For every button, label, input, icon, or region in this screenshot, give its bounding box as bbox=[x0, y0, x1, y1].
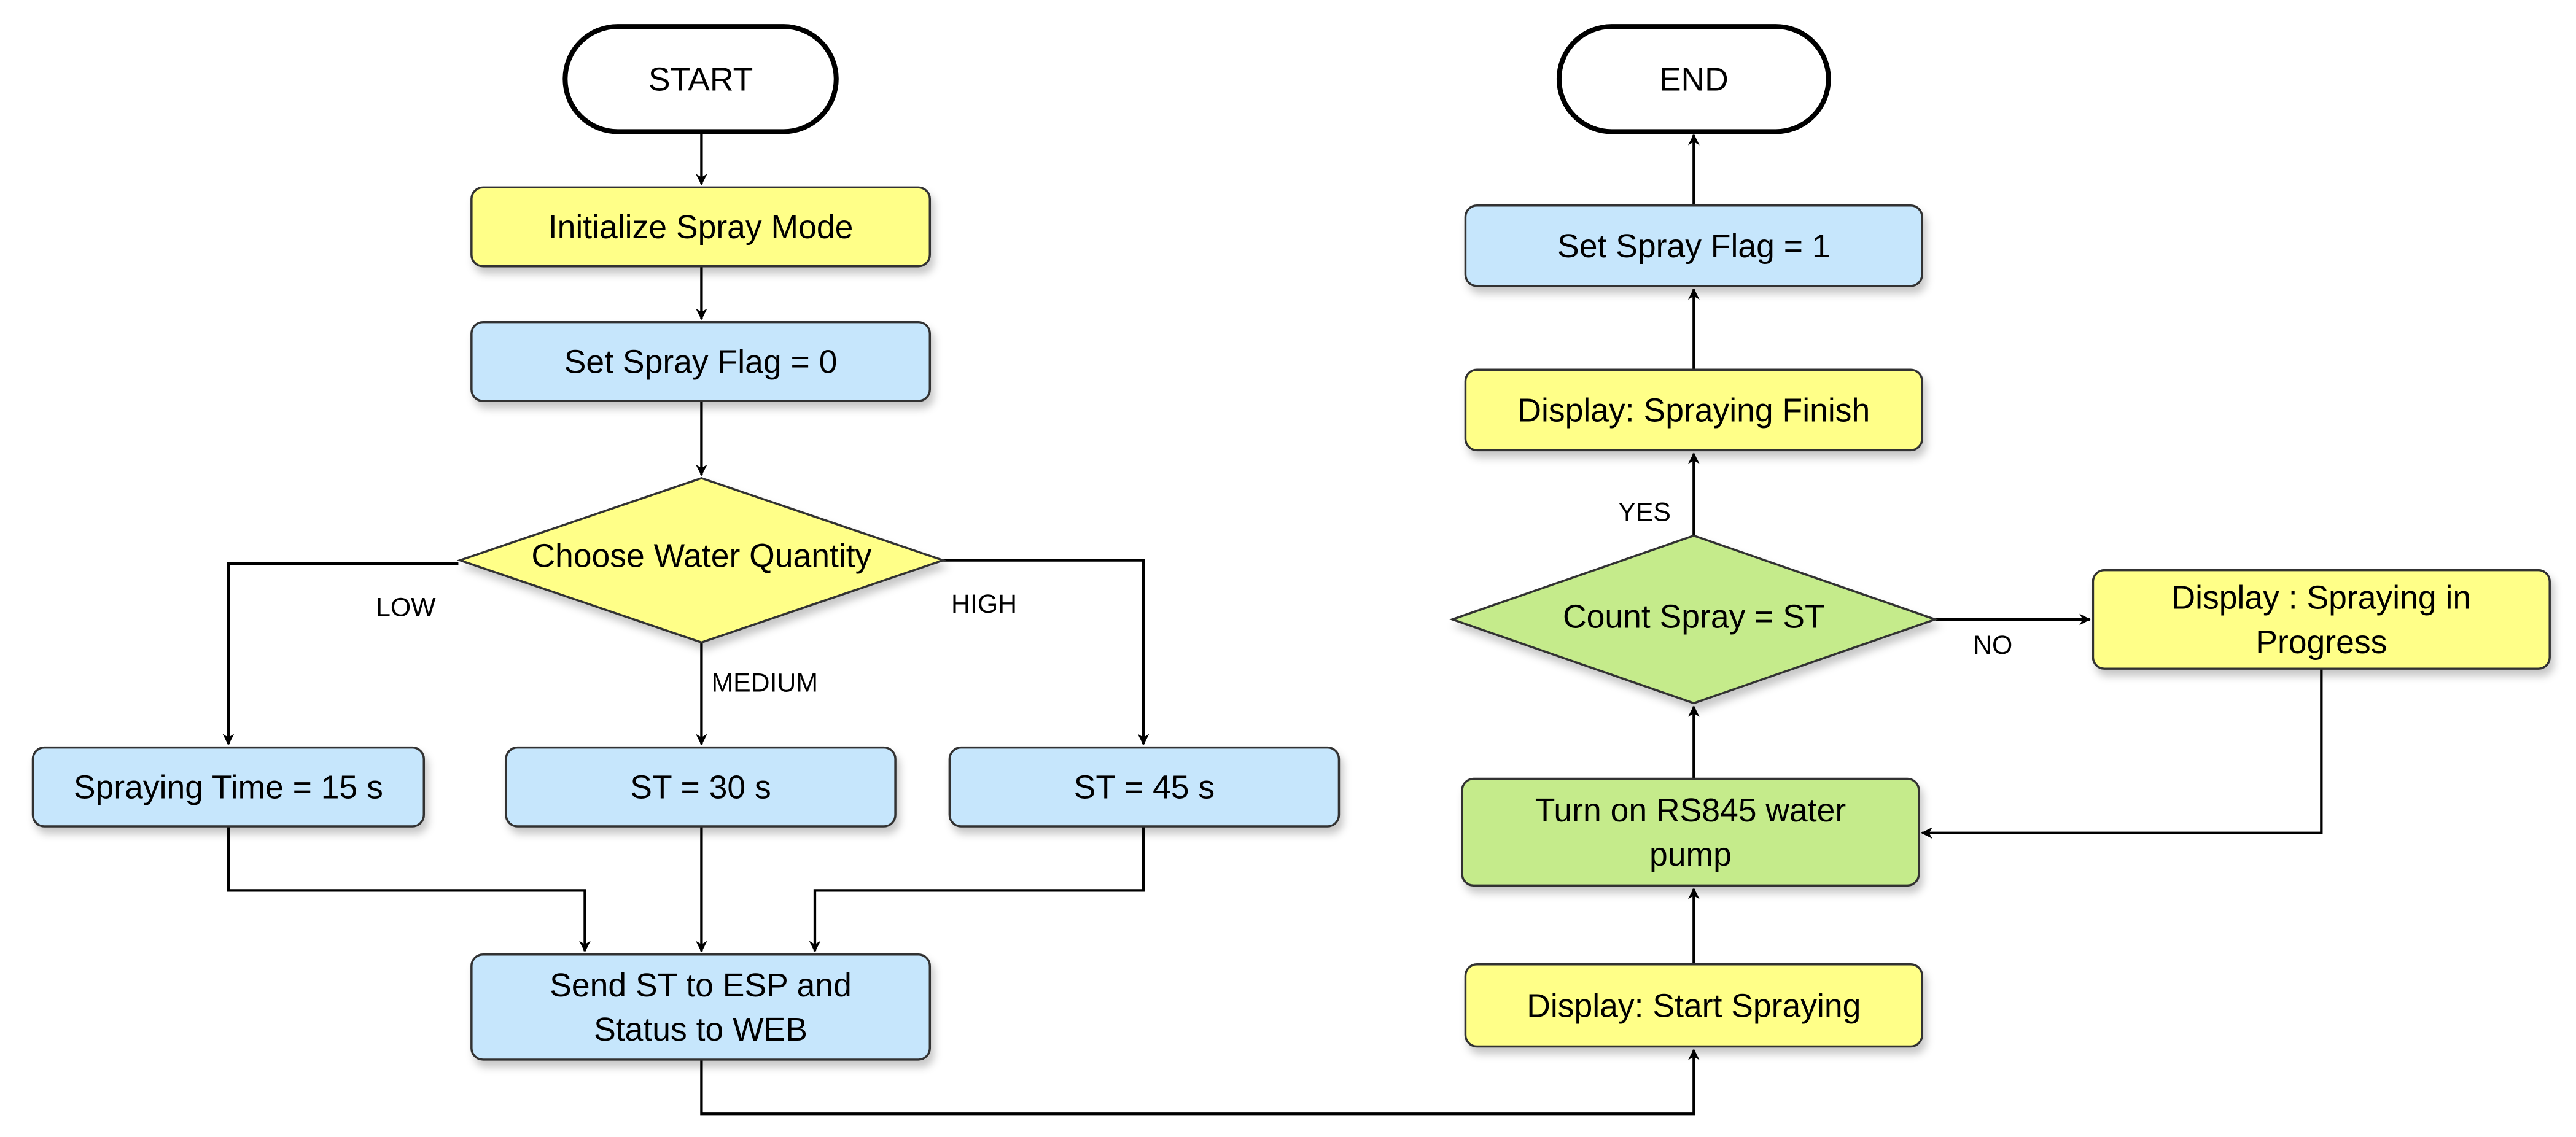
node-end: END bbox=[1556, 24, 1831, 134]
process-box bbox=[31, 746, 425, 828]
edge-label-yes: YES bbox=[1618, 497, 1671, 527]
edge-progress-pump bbox=[1921, 669, 2323, 839]
edge-send-start-spraying bbox=[700, 1049, 1700, 1116]
process-box bbox=[1464, 368, 1923, 452]
node-flag1: Set Spray Flag = 1 bbox=[1464, 204, 1923, 287]
node-high: ST = 45 s bbox=[948, 746, 1341, 828]
decision-diamond bbox=[1449, 534, 1939, 705]
process-box bbox=[1464, 204, 1923, 287]
process-box bbox=[1461, 777, 1920, 887]
node-medium: ST = 30 s bbox=[505, 746, 897, 828]
node-start: START bbox=[562, 24, 839, 134]
node-label: ST = 45 s bbox=[1074, 770, 1215, 806]
process-box bbox=[948, 746, 1341, 828]
node-label: Choose Water Quantity bbox=[531, 538, 871, 574]
edge-label-low: LOW bbox=[376, 593, 436, 623]
process-box bbox=[470, 953, 932, 1061]
node-label: Status to WEB bbox=[594, 1012, 807, 1048]
edge-choose-low bbox=[222, 562, 459, 746]
node-low: Spraying Time = 15 s bbox=[31, 746, 425, 828]
node-pump: Turn on RS845 water pump bbox=[1461, 777, 1920, 887]
node-label: END bbox=[1659, 61, 1729, 98]
process-box bbox=[470, 320, 932, 402]
node-label: Progress bbox=[2255, 624, 2387, 661]
edges bbox=[222, 131, 2323, 1116]
node-label: Spraying Time = 15 s bbox=[74, 770, 383, 806]
terminal-shape bbox=[562, 24, 839, 134]
edge-labels: LOW MEDIUM HIGH YES NO bbox=[376, 497, 2012, 697]
node-label: Display: Spraying Finish bbox=[1517, 393, 1870, 429]
node-label: pump bbox=[1649, 837, 1732, 873]
process-box bbox=[470, 186, 932, 268]
node-finish: Display: Spraying Finish bbox=[1464, 368, 1923, 452]
terminal-shape bbox=[1556, 24, 1831, 134]
node-label: Set Spray Flag = 0 bbox=[564, 344, 838, 381]
edge-choose-high bbox=[941, 559, 1150, 746]
process-box bbox=[2092, 568, 2551, 670]
node-label: Display: Start Spraying bbox=[1527, 988, 1861, 1024]
node-label: START bbox=[648, 61, 753, 98]
edge-label-medium: MEDIUM bbox=[711, 669, 818, 698]
node-label: Send ST to ESP and bbox=[550, 968, 852, 1004]
node-flag0: Set Spray Flag = 0 bbox=[470, 320, 932, 402]
process-box bbox=[1464, 963, 1923, 1048]
node-label: ST = 30 s bbox=[630, 770, 771, 806]
node-count: Count Spray = ST bbox=[1449, 534, 1939, 705]
edge-low-send bbox=[227, 826, 591, 953]
node-init: Initialize Spray Mode bbox=[470, 186, 932, 268]
node-label: Count Spray = ST bbox=[1563, 599, 1825, 635]
node-label: Display : Spraying in bbox=[2171, 580, 2471, 616]
node-label: Initialize Spray Mode bbox=[548, 209, 854, 246]
process-box bbox=[505, 746, 897, 828]
node-label: Set Spray Flag = 1 bbox=[1557, 228, 1831, 265]
node-start-spraying: Display: Start Spraying bbox=[1464, 963, 1923, 1048]
node-choose: Choose Water Quantity bbox=[456, 477, 947, 644]
node-progress: Display : Spraying in Progress bbox=[2092, 568, 2551, 670]
decision-diamond bbox=[456, 477, 947, 644]
edge-label-high: HIGH bbox=[951, 589, 1017, 619]
edge-label-no: NO bbox=[1973, 631, 2012, 660]
edge-high-send bbox=[809, 826, 1145, 953]
node-label: Turn on RS845 water bbox=[1535, 793, 1846, 829]
